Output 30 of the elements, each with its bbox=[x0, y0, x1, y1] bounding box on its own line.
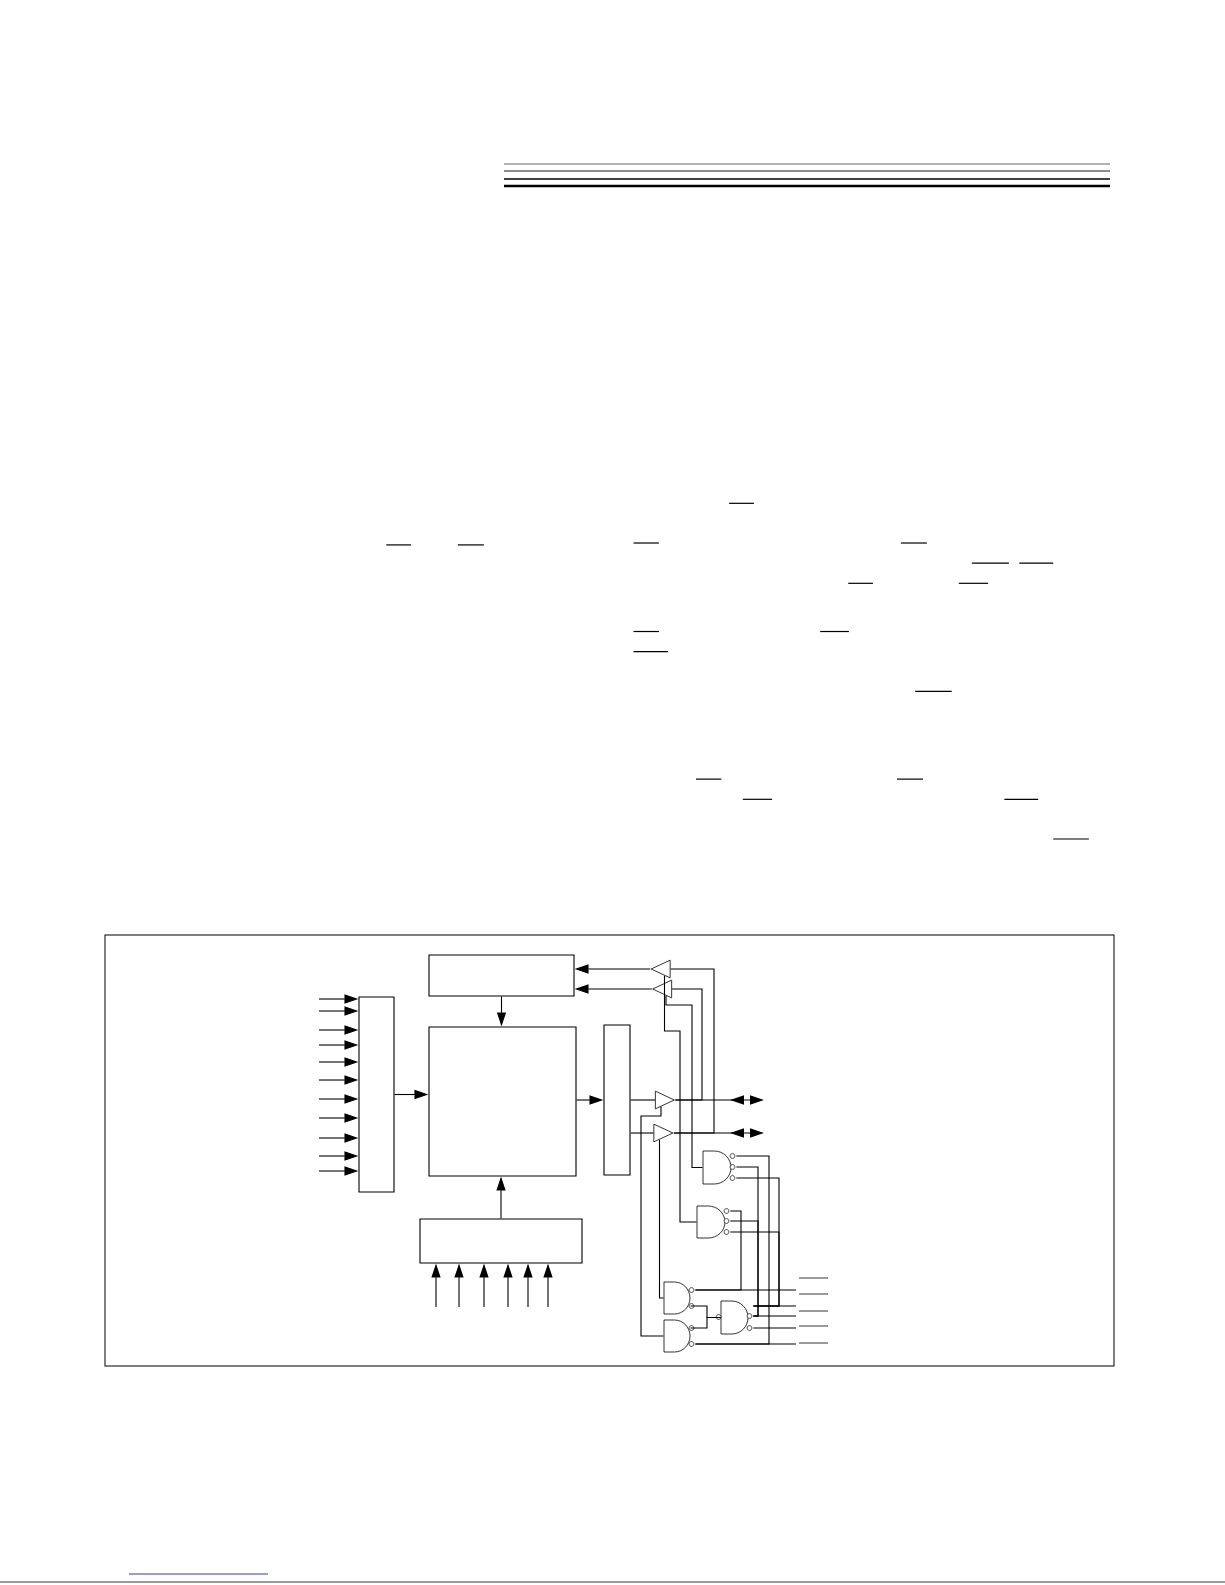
logic-gate bbox=[696, 1205, 730, 1239]
wire bbox=[663, 975, 697, 1223]
wire bbox=[729, 1231, 780, 1307]
wire bbox=[658, 1139, 664, 1299]
buffer-triangle bbox=[653, 1123, 674, 1143]
buffer-triangle bbox=[654, 1090, 675, 1110]
wire bbox=[671, 988, 703, 1101]
buffer-triangle bbox=[652, 979, 673, 999]
wire bbox=[752, 1315, 797, 1317]
wire bbox=[694, 1289, 797, 1291]
wire bbox=[729, 1220, 759, 1317]
block-box bbox=[358, 996, 395, 1193]
logic-gate bbox=[702, 1150, 736, 1185]
wire bbox=[694, 1343, 797, 1345]
block-box bbox=[603, 1024, 631, 1176]
wire bbox=[665, 995, 703, 1169]
wire bbox=[630, 1099, 656, 1101]
wire bbox=[690, 1316, 721, 1329]
logic-gate bbox=[663, 1319, 695, 1353]
logic-gate bbox=[715, 1300, 753, 1335]
wire bbox=[630, 1132, 654, 1134]
buffer-triangle bbox=[650, 959, 671, 979]
block-box bbox=[419, 1218, 583, 1264]
wire bbox=[640, 1106, 664, 1337]
wire bbox=[752, 1305, 797, 1307]
wire bbox=[752, 1327, 797, 1329]
block-box bbox=[428, 1026, 577, 1177]
logic-gate bbox=[663, 1281, 695, 1315]
wire bbox=[670, 968, 715, 1134]
block-box bbox=[428, 954, 575, 997]
